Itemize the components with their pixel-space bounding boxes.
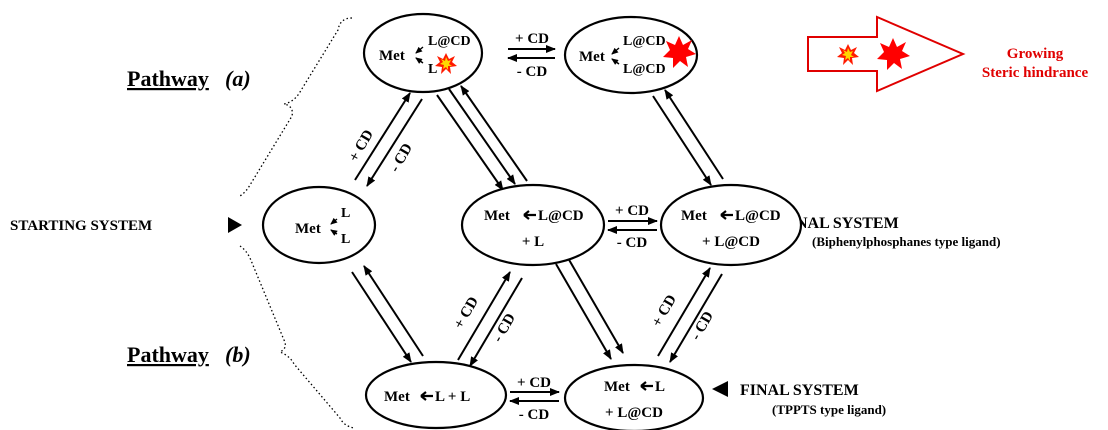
large-burst-icon bbox=[877, 38, 910, 70]
node-start-l2: L bbox=[341, 232, 350, 247]
node-tr-l1: L@CD bbox=[623, 34, 666, 49]
equilibrium-topleft-to-topright bbox=[507, 45, 556, 62]
equilibrium-midcenter-to-midright bbox=[607, 217, 658, 234]
burst-icon-small bbox=[435, 53, 457, 74]
node-top-left: Met L@CD L bbox=[362, 12, 484, 94]
node-mid-right: Met L@CD + L@CD bbox=[659, 183, 803, 267]
pathway-b-label: Pathway (b) bbox=[127, 342, 251, 367]
node-tl-l2: L bbox=[428, 62, 437, 77]
node-bottom-right: Met L + L@CD bbox=[563, 363, 705, 430]
equilibrium-bottomright-to-midright bbox=[657, 267, 723, 363]
label-plus-cd-bottom: + CD bbox=[517, 375, 551, 391]
node-start-met: Met bbox=[295, 221, 321, 237]
pathway-b-brace bbox=[239, 245, 355, 429]
pathway-b-word: Pathway bbox=[127, 342, 209, 367]
label-minus-cd-3: - CD bbox=[688, 309, 717, 343]
pathway-a-brace bbox=[239, 17, 353, 197]
legend-line-1: Growing bbox=[1007, 46, 1064, 62]
pathway-b-letter: (b) bbox=[225, 342, 251, 367]
equilibrium-bottomleft-to-midcenter bbox=[457, 271, 523, 367]
label-minus-cd-bottom: - CD bbox=[519, 407, 550, 423]
final-system-2-title: FINAL SYSTEM bbox=[740, 382, 859, 399]
equilibrium-start-to-bottomleft bbox=[351, 265, 424, 363]
label-minus-cd-top: - CD bbox=[517, 64, 548, 80]
node-br-plus: + L@CD bbox=[605, 405, 663, 421]
equilibrium-bottomleft-to-bottomright bbox=[509, 388, 560, 405]
final-system-1-title: FINAL SYSTEM bbox=[780, 215, 899, 232]
label-minus-cd-2: - CD bbox=[490, 311, 519, 345]
node-bottom-left: Met L + L bbox=[364, 360, 508, 430]
pathway-a-letter: (a) bbox=[225, 66, 251, 91]
node-mr-plus: + L@CD bbox=[702, 234, 760, 250]
legend-line-2: Steric hindrance bbox=[982, 65, 1089, 81]
starting-system-label: STARTING SYSTEM bbox=[10, 218, 152, 234]
label-plus-cd-1: + CD bbox=[346, 127, 377, 165]
node-mid-center: Met L@CD + L bbox=[460, 183, 606, 267]
equilibrium-topright-to-midright bbox=[652, 89, 724, 186]
node-mc-ligand: L@CD bbox=[538, 208, 584, 224]
small-burst-icon bbox=[837, 44, 859, 65]
final-system-2-pointer bbox=[712, 381, 728, 397]
node-start-l1: L bbox=[341, 206, 350, 221]
node-starting-system: Met L L bbox=[261, 185, 377, 265]
node-tl-met: Met bbox=[379, 48, 405, 64]
node-tr-met: Met bbox=[579, 49, 605, 65]
node-bl-rest: L + L bbox=[435, 389, 470, 405]
node-mc-plus: + L bbox=[522, 234, 544, 250]
node-bl-met: Met bbox=[384, 389, 410, 405]
equilibrium-start-to-topleft bbox=[354, 92, 423, 187]
equilibrium-midcenter-to-bottomright bbox=[555, 257, 624, 360]
node-tl-l1: L@CD bbox=[428, 34, 471, 49]
equilibrium-topleft-to-midcenter bbox=[436, 85, 528, 191]
node-br-met: Met bbox=[604, 379, 630, 395]
pathway-a-label: Pathway (a) bbox=[127, 66, 251, 91]
node-mc-met: Met bbox=[484, 208, 510, 224]
starting-system-pointer bbox=[228, 217, 242, 233]
final-system-1-subtitle: (Biphenylphosphanes type ligand) bbox=[812, 234, 1001, 249]
label-minus-cd-mid: - CD bbox=[617, 235, 648, 251]
label-plus-cd-top: + CD bbox=[515, 31, 549, 47]
label-plus-cd-mid: + CD bbox=[615, 203, 649, 219]
label-plus-cd-3: + CD bbox=[649, 292, 680, 330]
node-mr-met: Met bbox=[681, 208, 707, 224]
node-mr-ligand: L@CD bbox=[735, 208, 781, 224]
final-system-2-subtitle: (TPPTS type ligand) bbox=[772, 402, 886, 417]
node-br-ligand: L bbox=[655, 379, 665, 395]
node-top-right: Met L@CD L@CD bbox=[563, 15, 699, 95]
burst-icon-large bbox=[663, 36, 696, 68]
node-tr-l2: L@CD bbox=[623, 62, 666, 77]
pathway-a-word: Pathway bbox=[127, 66, 209, 91]
